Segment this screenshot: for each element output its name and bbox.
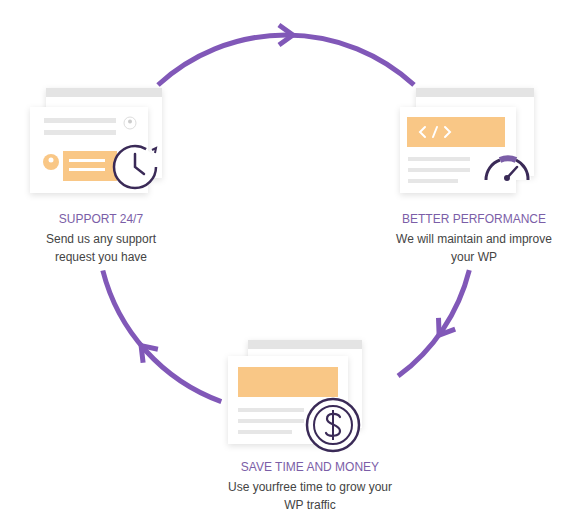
performance-card xyxy=(400,88,534,193)
arc-line xyxy=(398,270,469,376)
step-text: SUPPORT 24/7Send us any support request … xyxy=(28,210,174,266)
step-text: SAVE TIME AND MONEY Use yourfree time to … xyxy=(222,458,398,514)
step-heading: SAVE TIME AND MONEY xyxy=(222,458,398,476)
cycle-step: SAVE TIME AND MONEY Use yourfree time to … xyxy=(222,336,398,518)
step-heading: BETTER PERFORMANCE xyxy=(390,210,558,228)
code-glyph xyxy=(420,127,450,137)
cycle-arc xyxy=(103,271,222,402)
arrow-head xyxy=(141,346,158,363)
cycle-arc xyxy=(158,25,414,85)
step-description: We will maintain and improve your WP xyxy=(390,230,558,266)
arrow-head xyxy=(279,25,293,45)
step-description: Send us any support request you have xyxy=(28,230,174,266)
arc-line xyxy=(103,271,222,402)
cycle-step: SUPPORT 24/7Send us any support request … xyxy=(28,85,174,270)
cycle-arc xyxy=(398,270,469,376)
support-card xyxy=(30,88,162,193)
cycle-step: BETTER PERFORMANCE We will maintain and i… xyxy=(390,85,558,270)
money-card xyxy=(228,340,362,451)
step-heading: SUPPORT 24/7 xyxy=(28,210,174,228)
arrow-head xyxy=(439,318,456,335)
step-text: BETTER PERFORMANCE We will maintain and i… xyxy=(390,210,558,266)
step-description: Use yourfree time to grow your WP traffi… xyxy=(222,478,398,514)
